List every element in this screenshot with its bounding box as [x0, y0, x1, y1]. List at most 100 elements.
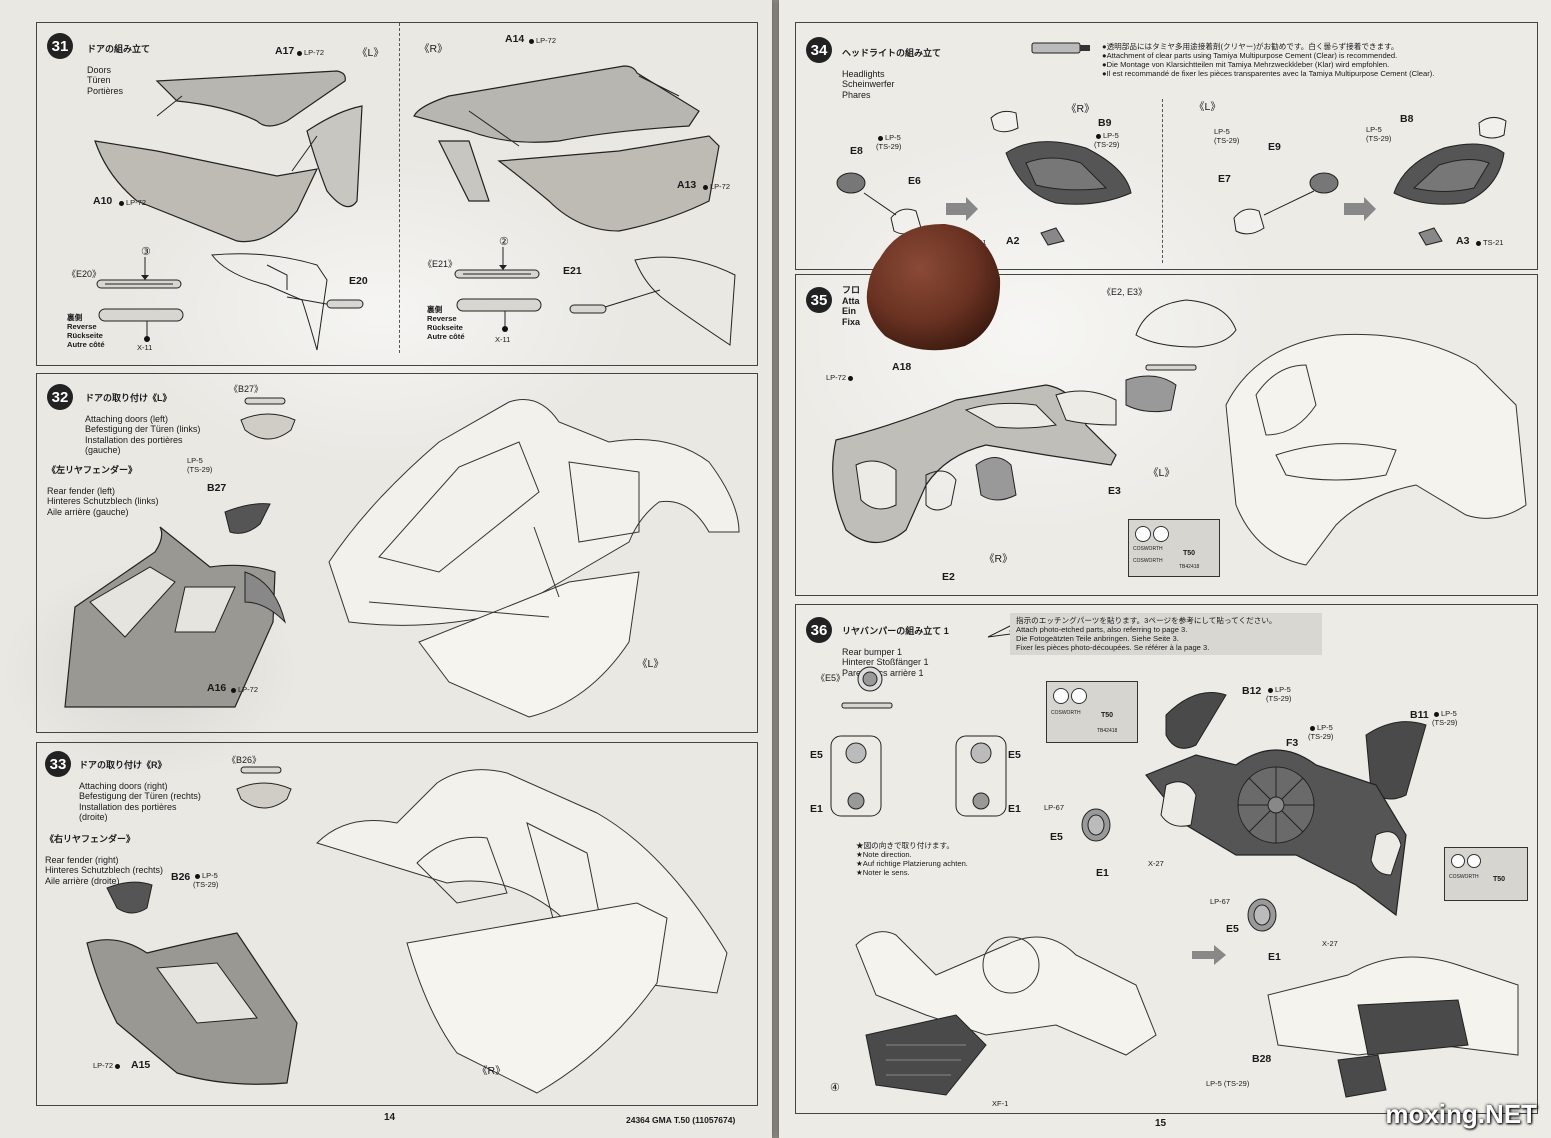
instruction-page-left: 31 ドアの組み立て Doors Türen Portières A17 LP-… — [0, 0, 772, 1138]
watermark: moxing.NET — [1385, 1099, 1537, 1129]
label-l-32: 《L》 — [637, 658, 664, 670]
label-e1-l: E1 — [810, 803, 823, 815]
rear-fender-right — [86, 881, 298, 1085]
label-e9: E9 — [1268, 141, 1281, 153]
rear-fender-left — [64, 503, 286, 708]
label-b27-box: 《B27》 — [229, 384, 264, 394]
front-panel-assembly — [832, 375, 1177, 543]
instruction-page-right: 34 ヘッドライトの組み立て Headlights Scheinwerfer P… — [779, 0, 1551, 1138]
label-step-2: ② — [499, 236, 509, 248]
etch-circle — [1451, 854, 1465, 868]
label-b9-paint: LP-5(TS-29) — [1094, 131, 1120, 149]
label-b12-paint: LP-5(TS-29) — [1266, 685, 1292, 703]
step-31-title-lines: Doors Türen Portières — [87, 64, 124, 96]
label-step-4: ④ — [830, 1082, 840, 1094]
e21-reverse-part — [456, 298, 542, 332]
label-a18-paint: LP-72 — [826, 373, 855, 382]
label-lp67-a: LP-67 — [1044, 803, 1065, 812]
step-32-number: 32 — [47, 384, 73, 410]
label-e20: E20 — [349, 275, 368, 287]
label-a18: A18 — [892, 361, 912, 373]
label-r-34: 《R》 — [1066, 103, 1095, 115]
door-handle-right — [569, 256, 736, 346]
label-e5-l: E5 — [810, 749, 823, 761]
step-36-panel: 36 リヤバンパーの組み立て 1 Rear bumper 1 Hinterer … — [795, 604, 1538, 1114]
step-35-title: フロ Atta Ein Fixa — [842, 285, 861, 327]
label-a13: A13 — [677, 179, 697, 191]
bumper-lower-assembly — [855, 931, 1157, 1096]
stone-paperweight — [866, 223, 1001, 351]
etch-mark-text: T50 — [1183, 550, 1196, 557]
step-31-divider — [399, 23, 400, 353]
label-e21: E21 — [563, 265, 582, 277]
rear-bumper-frame — [1145, 692, 1427, 917]
step-34-title-lines: Headlights Scheinwerfer Phares — [842, 68, 895, 100]
label-b26-box: 《B26》 — [227, 755, 262, 765]
etch-circle — [1467, 854, 1481, 868]
label-xf1: XF-1 — [992, 1099, 1009, 1108]
label-x27-b: X-27 — [1322, 939, 1338, 948]
label-e3: E3 — [1108, 485, 1121, 497]
car-body-right-side — [316, 769, 728, 1094]
etch-circle — [1153, 526, 1169, 542]
label-a16-paint: LP-72 — [229, 685, 258, 694]
step-34-number: 34 — [806, 37, 832, 63]
e20-reverse-part — [98, 308, 184, 342]
label-x11-right: X-11 — [495, 335, 511, 344]
step-31-title-jp: ドアの組み立て — [87, 43, 151, 54]
etch-brand-text: COSWORTH — [1133, 558, 1163, 564]
cement-bottle-icon — [1031, 42, 1090, 54]
label-a3: A3 — [1456, 235, 1470, 247]
e20-part — [96, 257, 182, 289]
label-b8-paint: LP-5(TS-29) — [1366, 125, 1392, 143]
label-a10: A10 — [93, 195, 113, 207]
step-35-panel: 35 フロ Atta Ein Fixa 《E2, E3》 A18 LP-72 E… — [795, 274, 1538, 596]
b27-clip-part — [240, 397, 296, 440]
step-31-panel: 31 ドアの組み立て Doors Türen Portières A17 LP-… — [36, 22, 758, 366]
step-33-subtitle: 《右リヤフェンダー》 Rear fender (right) Hinteres … — [45, 823, 163, 897]
step-33-title-jp: ドアの取り付け《R》 — [79, 759, 167, 770]
step-34-panel: 34 ヘッドライトの組み立て Headlights Scheinwerfer P… — [795, 22, 1538, 270]
step-33-sub-lines: Rear fender (right) Hinteres Schutzblech… — [45, 854, 164, 886]
etch-mark-text: T50 — [1101, 712, 1114, 719]
footer-product-code: 24364 GMA T.50 (11057674) — [626, 1115, 736, 1125]
page-number-left: 14 — [384, 1112, 396, 1123]
step-35-number: 35 — [806, 287, 832, 313]
label-e5-b: E5 — [1226, 923, 1239, 935]
step-32-title-lines: Attaching doors (left) Befestigung der T… — [85, 413, 201, 456]
label-a10-paint: LP-72 — [117, 198, 146, 207]
photo-etch-sheet-36b: COSWORTH T50 — [1444, 847, 1528, 901]
step-33-panel: 33 ドアの取り付け《R》 Attaching doors (right) Be… — [36, 742, 758, 1106]
reverse-text-left: 裏側 Reverse Rückseite Autre côté — [67, 313, 105, 349]
etch-brand-text: COSWORTH — [1051, 710, 1081, 716]
door-l-illustration — [94, 70, 363, 243]
label-b11-paint: LP-5(TS-29) — [1432, 709, 1458, 727]
label-e2: E2 — [942, 571, 955, 583]
headlight-assembly-l — [1233, 117, 1507, 246]
step-31-number: 31 — [47, 33, 73, 59]
label-step-3: ③ — [141, 246, 151, 258]
label-x11-left: X-11 — [137, 343, 153, 352]
label-b12: B12 — [1242, 685, 1262, 697]
car-front-body — [1225, 333, 1527, 566]
label-a17: A17 — [275, 45, 295, 57]
label-f3: F3 — [1286, 737, 1299, 749]
label-b26: B26 — [171, 871, 191, 883]
door-handle-left — [211, 253, 364, 351]
photo-etch-sheet-35: COSWORTH COSWORTH T50 TB42418 — [1128, 519, 1220, 577]
label-r-35: 《R》 — [984, 553, 1013, 565]
label-b9: B9 — [1098, 117, 1112, 129]
step-36-number: 36 — [806, 617, 832, 643]
label-a17-paint: LP-72 — [295, 48, 324, 57]
label-b26-paint: LP-5(TS-29) — [193, 871, 219, 889]
label-e2e3-box: 《E2, E3》 — [1102, 287, 1148, 297]
label-a2: A2 — [1006, 235, 1020, 247]
label-e1-r: E1 — [1008, 803, 1021, 815]
label-e20-box: 《E20》 — [67, 269, 102, 279]
headlight-assembly-r — [836, 110, 1132, 246]
e5-etch-part — [841, 666, 893, 709]
label-a16: A16 — [207, 682, 227, 694]
etch-code-text: TB42418 — [1097, 728, 1118, 734]
label-a13-paint: LP-72 — [701, 182, 730, 191]
step-33-title-lines: Attaching doors (right) Befestigung der … — [79, 780, 201, 823]
